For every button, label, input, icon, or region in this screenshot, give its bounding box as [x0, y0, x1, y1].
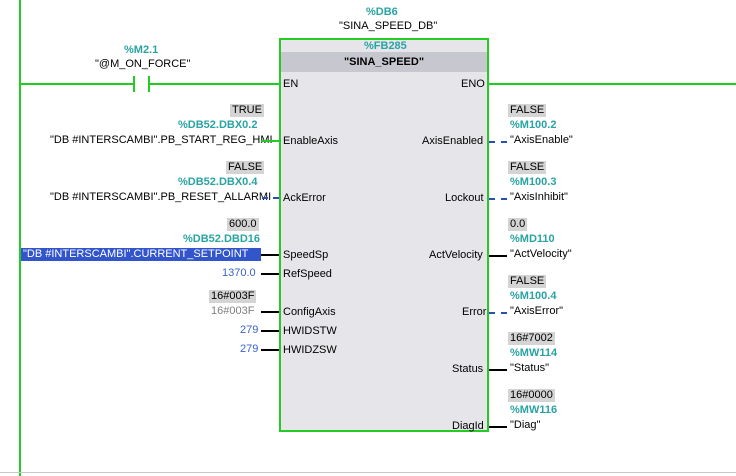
pin-configaxis: ConfigAxis	[283, 306, 336, 318]
input-ackerror-operand[interactable]: "DB #INTERSCAMBI".PB_RESET_ALLARMI	[50, 191, 272, 203]
pin-lockout: Lockout	[445, 192, 484, 204]
function-block-sina-speed[interactable]	[279, 38, 489, 432]
pin-en: EN	[283, 78, 299, 90]
network-separator	[0, 472, 736, 473]
input-ackerror-status: FALSE	[226, 161, 265, 174]
output-status-operand[interactable]: "Status"	[510, 362, 549, 374]
pin-eno: ENO	[461, 78, 485, 90]
output-actvelocity-address: %MD110	[510, 233, 555, 245]
output-lockout-status: FALSE	[508, 161, 547, 174]
db-address: %DB6	[366, 6, 398, 18]
output-lockout-operand[interactable]: "AxisInhibit"	[510, 191, 568, 203]
input-enableaxis-status: TRUE	[230, 104, 264, 117]
output-status-status: 16#7002	[508, 332, 555, 345]
rung-line-left	[21, 83, 133, 85]
output-error-status: FALSE	[508, 275, 547, 288]
output-status-address: %MW114	[510, 347, 558, 359]
input-configaxis-constant[interactable]: 16#003F	[211, 305, 255, 317]
pin-error: Error	[462, 306, 487, 318]
pin-hwidzsw: HWIDZSW	[283, 344, 337, 356]
output-diagid-wire	[489, 426, 507, 428]
pin-enableaxis: EnableAxis	[283, 135, 339, 147]
input-configaxis-status: 16#003F	[209, 290, 257, 303]
output-actvelocity-status: 0.0	[508, 218, 528, 231]
contact-name: "@M_ON_FORCE"	[95, 58, 191, 70]
function-block-header: "SINA_SPEED"	[281, 52, 487, 72]
pin-status: Status	[452, 363, 484, 375]
output-lockout-wire	[489, 198, 507, 200]
db-name[interactable]: "SINA_SPEED_DB"	[339, 20, 438, 32]
input-speedsp-operand[interactable]: "DB #INTERSCAMBI".CURRENT_SETPOINT	[21, 248, 261, 261]
output-diagid-operand[interactable]: "Diag"	[510, 419, 541, 431]
output-lockout-address: %M100.3	[510, 176, 557, 188]
pin-speedsp: SpeedSp	[283, 249, 329, 261]
input-refspeed-constant[interactable]: 1370.0	[222, 267, 256, 279]
output-error-wire	[489, 312, 507, 314]
fb-name: "SINA_SPEED"	[343, 56, 425, 68]
input-ackerror-wire	[262, 197, 279, 199]
contact-right-bar	[148, 76, 150, 92]
input-speedsp-wire	[261, 254, 279, 256]
pin-axisenabled: AxisEnabled	[422, 135, 484, 147]
input-configaxis-wire	[261, 311, 279, 313]
pin-hwidstw: HWIDSTW	[283, 325, 337, 337]
output-diagid-address: %MW116	[510, 404, 558, 416]
input-hwidzsw-constant[interactable]: 279	[240, 343, 259, 355]
input-speedsp-status: 600.0	[227, 218, 259, 231]
contact-address: %M2.1	[124, 44, 159, 56]
pin-ackerror: AckError	[283, 192, 326, 204]
input-enableaxis-wire	[261, 140, 279, 142]
input-ackerror-address: %DB52.DBX0.4	[178, 176, 258, 188]
output-error-operand[interactable]: "AxisError"	[510, 305, 564, 317]
input-enableaxis-address: %DB52.DBX0.2	[178, 119, 258, 131]
input-refspeed-wire	[261, 273, 279, 275]
output-axisenabled-operand[interactable]: "AxisEnable"	[510, 134, 573, 146]
output-axisenabled-status: FALSE	[508, 104, 547, 117]
input-speedsp-address: %DB52.DBD16	[183, 233, 261, 245]
contact-left-bar	[133, 76, 135, 92]
output-actvelocity-operand[interactable]: "ActVelocity"	[510, 248, 572, 260]
pin-diagid: DiagId	[452, 420, 484, 432]
rung-line-eno	[489, 83, 736, 85]
output-axisenabled-wire	[489, 141, 507, 143]
power-rail	[19, 0, 21, 476]
input-hwidzsw-wire	[261, 349, 279, 351]
input-enableaxis-operand[interactable]: "DB #INTERSCAMBI".PB_START_REG_HMI	[50, 134, 273, 146]
output-actvelocity-wire	[489, 255, 507, 257]
output-diagid-status: 16#0000	[508, 389, 555, 402]
output-error-address: %M100.4	[510, 290, 557, 302]
pin-actvelocity: ActVelocity	[429, 249, 483, 261]
rung-line-mid	[150, 83, 279, 85]
input-hwidstw-wire	[261, 330, 279, 332]
pin-refspeed: RefSpeed	[283, 268, 332, 280]
output-axisenabled-address: %M100.2	[510, 119, 557, 131]
output-status-wire	[489, 369, 507, 371]
fb-address: %FB285	[364, 40, 407, 52]
input-hwidstw-constant[interactable]: 279	[240, 324, 259, 336]
